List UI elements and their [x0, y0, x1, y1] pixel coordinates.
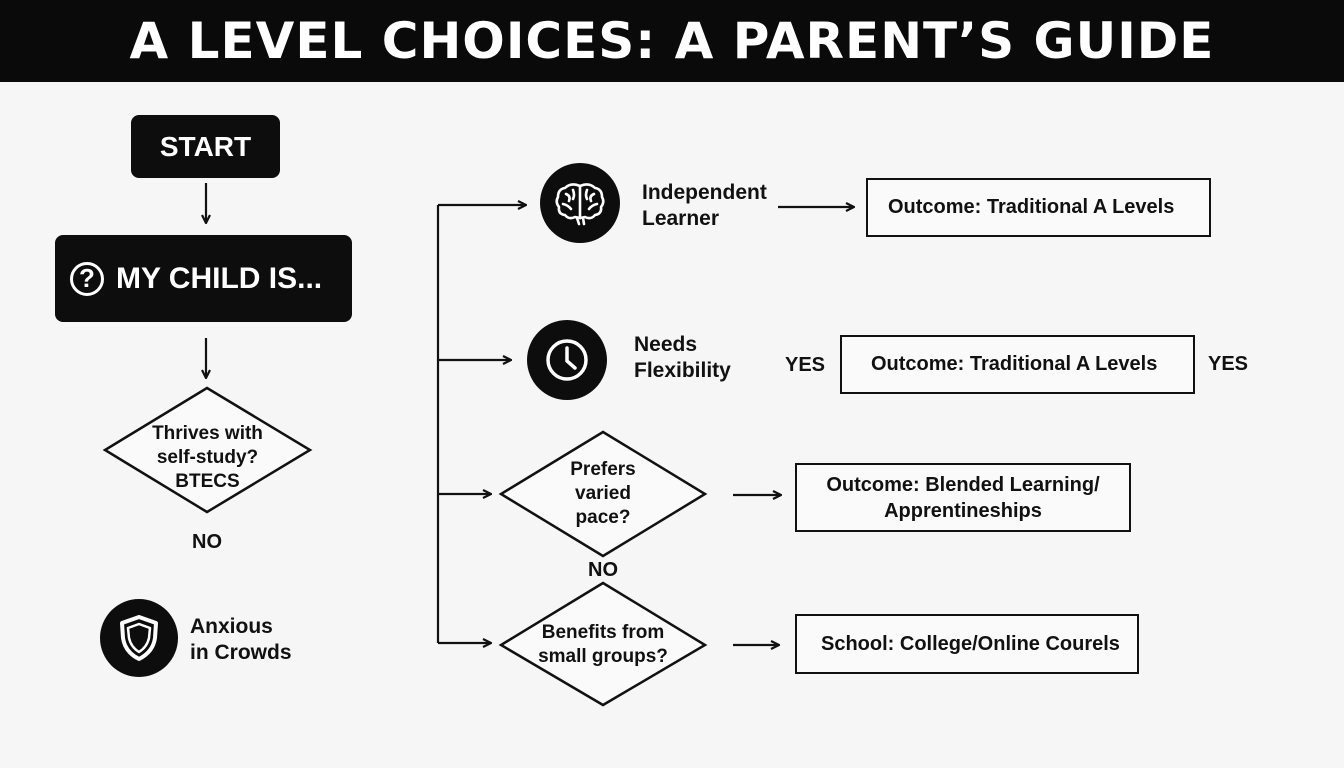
independent-line2: Learner — [642, 207, 720, 230]
my-child-label: MY CHILD IS... — [116, 261, 323, 295]
outcome-varied-line1: Outcome: Blended Learning/ — [826, 473, 1100, 496]
varied-line1: Prefers — [570, 459, 636, 480]
outcome-varied-line2: Apprentineships — [884, 499, 1042, 522]
no-label-left: NO — [192, 531, 222, 553]
start-label: START — [159, 130, 252, 162]
brain-icon — [540, 163, 620, 243]
self-study-line3: BTECS — [175, 471, 240, 492]
anxious-line2: in Crowds — [190, 641, 292, 664]
flexibility-label: Needs Flexibility — [634, 332, 731, 384]
decision-diamond-varied-pace — [498, 430, 708, 558]
independent-line1: Independent — [642, 181, 767, 204]
varied-line2: varied — [575, 483, 631, 504]
no-label-varied: NO — [588, 559, 618, 581]
outcome-groups-text: School: College/Online Courels — [821, 632, 1120, 655]
decision-diamond-small-groups — [498, 581, 708, 707]
yes-label-left: YES — [785, 354, 826, 376]
varied-pace-text: Prefers varied pace? — [540, 456, 666, 532]
flexibility-line2: Flexibility — [634, 359, 731, 382]
self-study-line2: self-study? — [156, 447, 259, 468]
decision-diamond-self-study — [102, 386, 313, 514]
question-icon: ? — [70, 261, 104, 296]
outcome-box-flexibility: Outcome: Traditional A Levels — [840, 335, 1195, 394]
outcome-box-varied: Outcome: Blended Learning/ Apprentineshi… — [795, 463, 1131, 532]
small-groups-text: Benefits from small groups? — [520, 618, 686, 672]
groups-line2: small groups? — [538, 646, 668, 667]
outcome-box-independent: Outcome: Traditional A Levels — [866, 178, 1211, 237]
outcome-independent-text: Outcome: Traditional A Levels — [888, 196, 1175, 218]
groups-line1: Benefits from — [541, 622, 665, 643]
independent-label: Independent Learner — [642, 180, 767, 232]
self-study-text: Thrives with self-study? BTECS — [120, 422, 295, 494]
my-child-node: ? MY CHILD IS... — [55, 235, 352, 322]
outcome-box-groups: School: College/Online Courels — [795, 614, 1139, 674]
varied-line3: pace? — [575, 507, 631, 528]
title-banner: A LEVEL CHOICES: A PARENT’S GUIDE — [0, 0, 1344, 82]
page-title: A LEVEL CHOICES: A PARENT’S GUIDE — [129, 12, 1215, 70]
start-node: START — [131, 115, 280, 178]
clock-icon — [527, 320, 607, 400]
yes-label-right: YES — [1208, 353, 1249, 375]
outcome-flexibility-text: Outcome: Traditional A Levels — [871, 353, 1158, 375]
anxious-label: Anxious in Crowds — [190, 614, 292, 666]
flexibility-line1: Needs — [634, 333, 698, 356]
self-study-line1: Thrives with — [152, 423, 263, 444]
shield-icon — [100, 599, 178, 677]
anxious-line1: Anxious — [190, 615, 273, 638]
